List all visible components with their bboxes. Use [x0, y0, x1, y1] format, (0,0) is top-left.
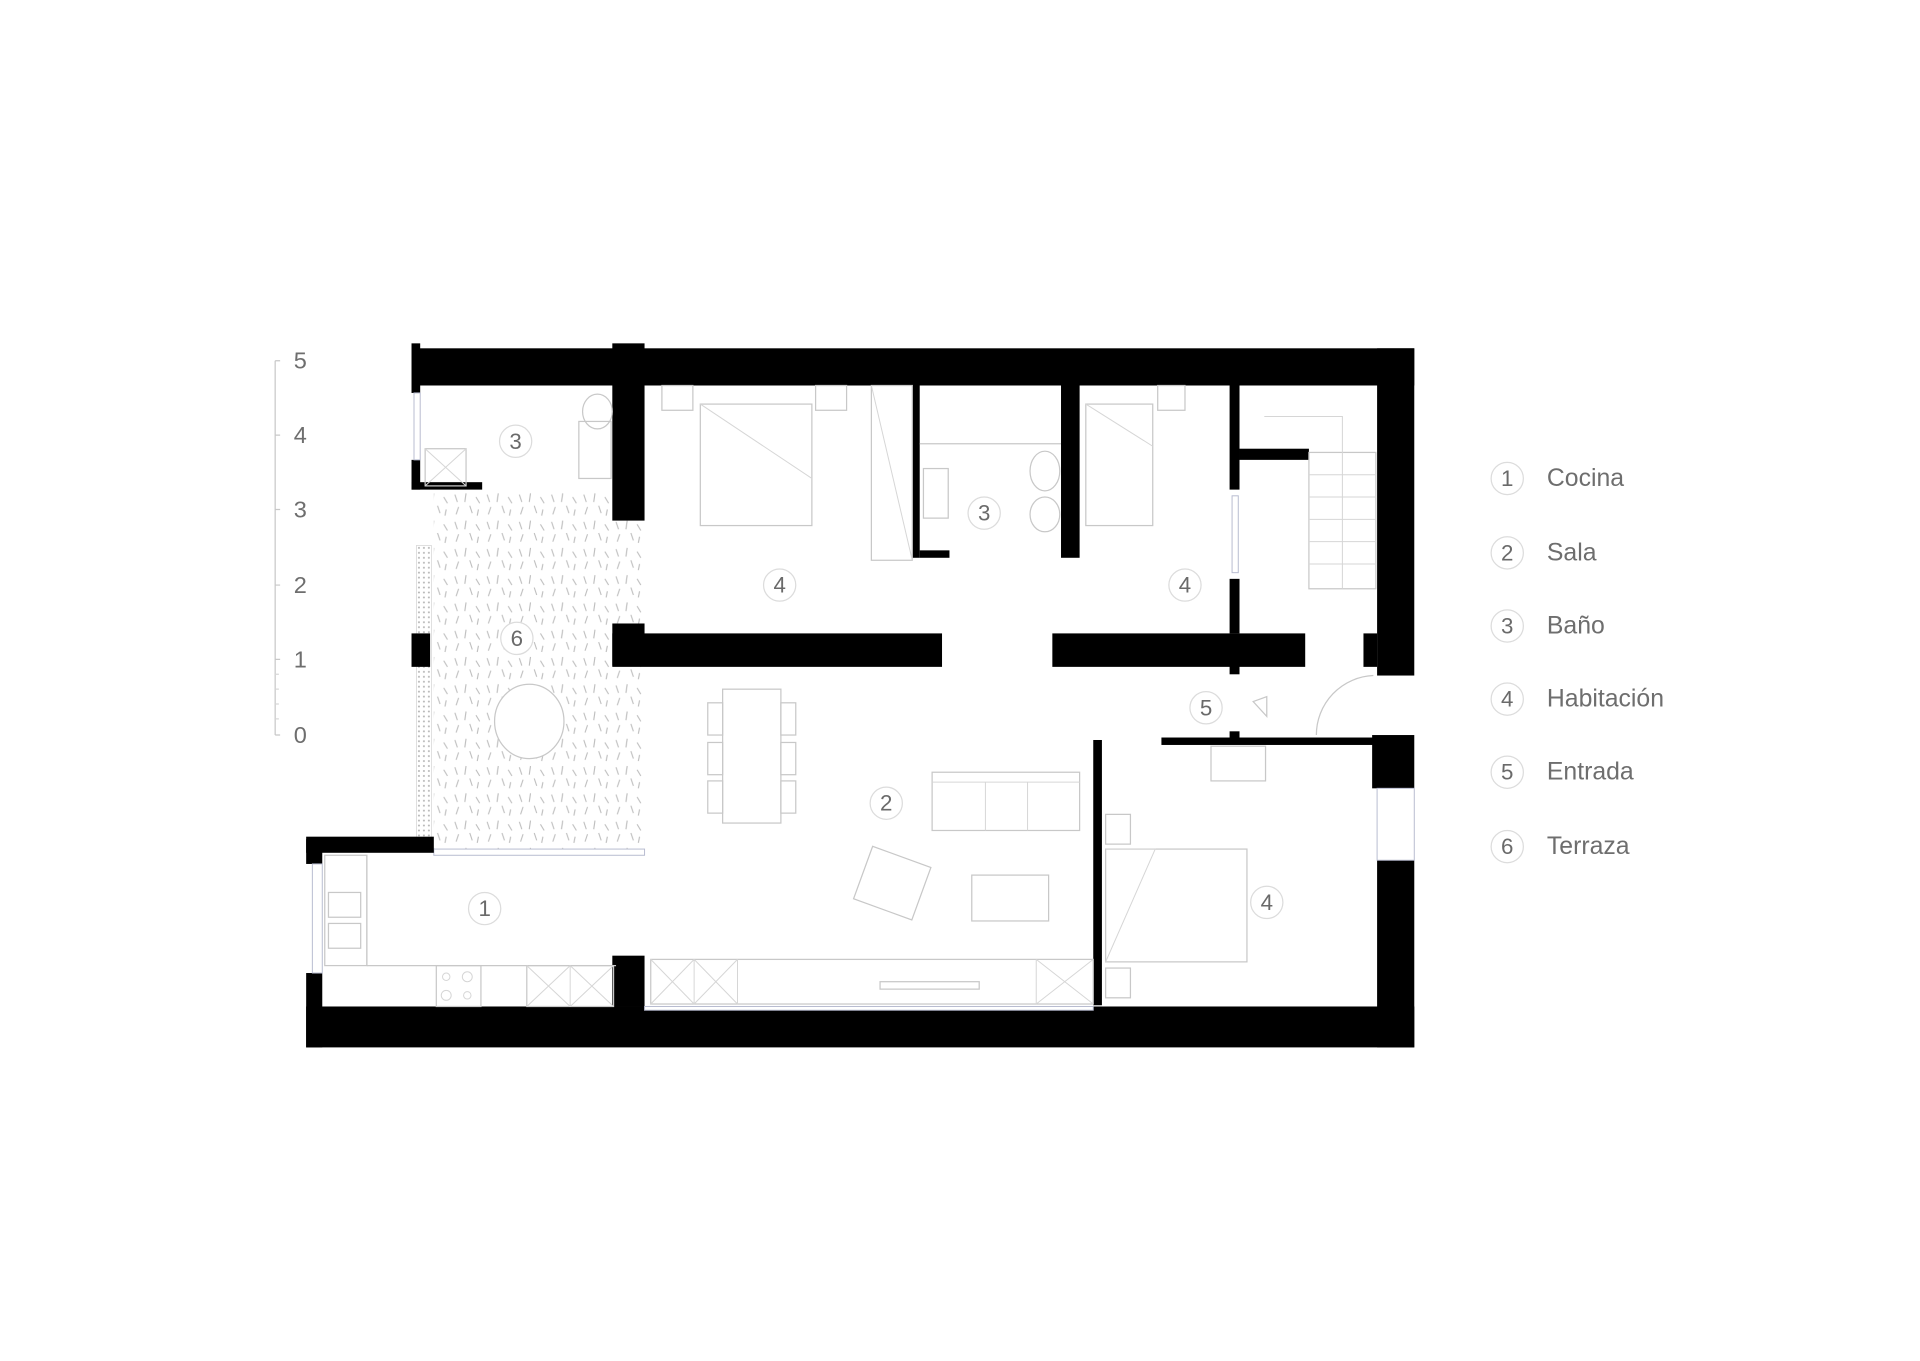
legend-item: 1 Cocina — [1490, 461, 1624, 496]
legend-item: 6 Terraza — [1490, 829, 1630, 864]
svg-text:6: 6 — [1501, 834, 1513, 859]
room-labels: 3 4 3 4 6 2 5 4 1 — [467, 424, 1284, 926]
svg-text:4: 4 — [1179, 573, 1191, 598]
room-label-entry: 5 — [1189, 691, 1223, 725]
svg-text:4: 4 — [773, 573, 785, 598]
windows — [311, 392, 1415, 1011]
svg-text:0: 0 — [294, 722, 307, 748]
entry-arrow-icon — [1252, 695, 1268, 719]
room-label-terrace: 6 — [500, 621, 534, 656]
svg-text:2: 2 — [1501, 540, 1513, 565]
svg-text:Cocina: Cocina — [1547, 465, 1624, 492]
svg-text:5: 5 — [1200, 695, 1212, 720]
svg-text:Sala: Sala — [1547, 539, 1597, 566]
room-label-bath-top-left: 3 — [498, 424, 533, 459]
svg-text:6: 6 — [511, 626, 523, 651]
terrace-table — [493, 683, 565, 760]
terrace-area — [416, 489, 646, 856]
svg-text:Entrada: Entrada — [1547, 759, 1634, 786]
stairs — [1264, 415, 1377, 590]
svg-text:Terraza: Terraza — [1547, 833, 1630, 860]
svg-text:3: 3 — [1501, 613, 1513, 638]
svg-text:4: 4 — [294, 422, 307, 448]
svg-text:3: 3 — [978, 501, 990, 526]
room-label-bedroom-top-right: 4 — [1168, 568, 1202, 602]
room-label-bedroom-bottom-right: 4 — [1250, 885, 1284, 920]
svg-text:2: 2 — [294, 572, 307, 598]
svg-text:3: 3 — [509, 429, 521, 454]
svg-text:Habitación: Habitación — [1547, 686, 1664, 713]
walls — [306, 343, 1415, 1048]
svg-text:5: 5 — [1501, 760, 1513, 785]
room-label-bedroom-top-left: 4 — [762, 568, 797, 602]
svg-text:1: 1 — [1501, 466, 1513, 491]
furniture — [324, 384, 1377, 1008]
svg-text:1: 1 — [294, 646, 307, 672]
svg-text:2: 2 — [880, 791, 892, 816]
room-label-living: 2 — [869, 786, 903, 820]
svg-text:5: 5 — [294, 348, 307, 374]
svg-text:4: 4 — [1261, 890, 1273, 915]
svg-text:Baño: Baño — [1547, 612, 1605, 639]
room-label-bath-center: 3 — [967, 496, 1001, 530]
room-label-kitchen: 1 — [467, 891, 502, 926]
scale-bar: 5 4 3 2 1 0 — [274, 348, 307, 748]
legend-item: 3 Baño — [1490, 609, 1605, 643]
svg-text:1: 1 — [478, 896, 490, 921]
legend: 1 Cocina 2 Sala 3 Baño 4 Habitación 5 Entrada… — [1490, 461, 1664, 864]
legend-item: 5 Entrada — [1490, 755, 1634, 789]
legend-item: 4 Habitación — [1490, 682, 1664, 716]
svg-text:3: 3 — [294, 496, 307, 522]
legend-item: 2 Sala — [1490, 536, 1597, 570]
svg-text:4: 4 — [1501, 687, 1513, 712]
